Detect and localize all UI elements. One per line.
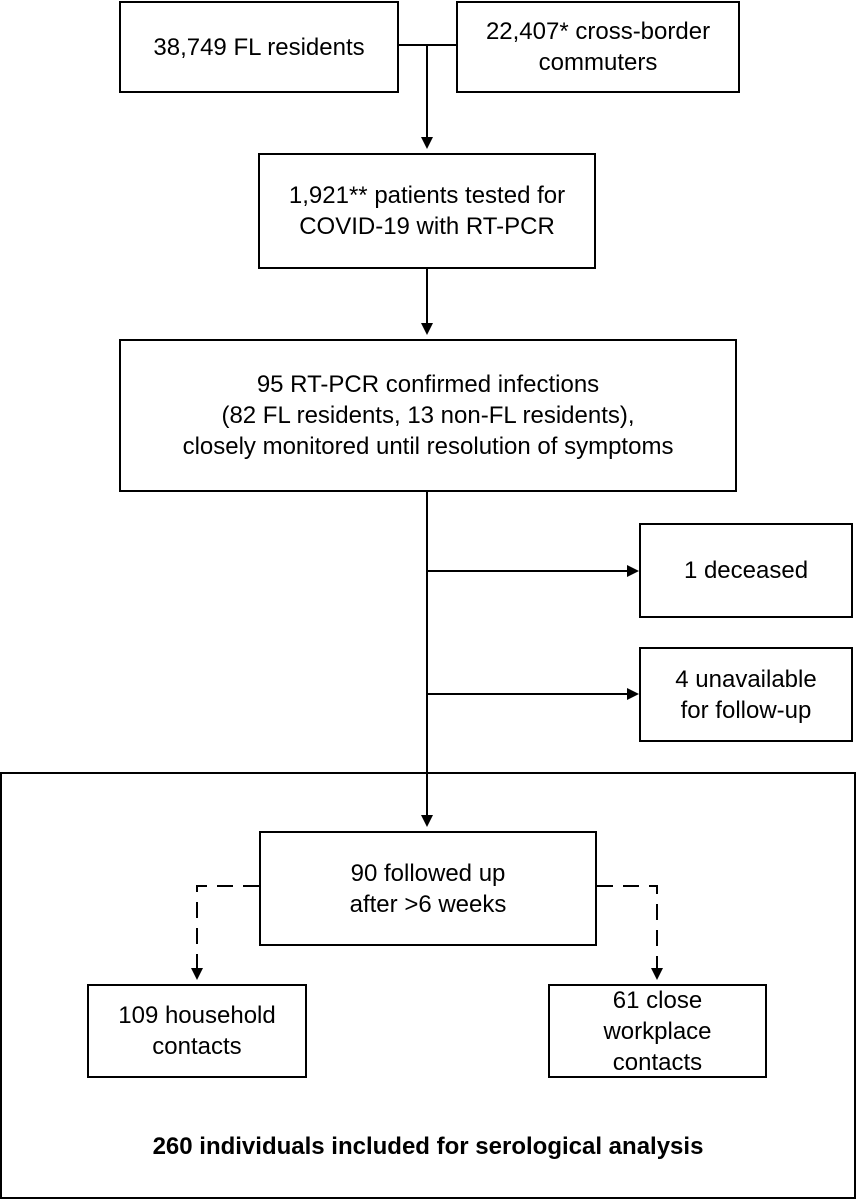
tested-box: 1,921** patients tested for COVID-19 wit… — [258, 153, 596, 269]
followed-up-line-2: after >6 weeks — [349, 890, 507, 918]
dashed-arrow-to-workplace — [597, 885, 663, 980]
serology-group-frame — [0, 772, 856, 1199]
unavailable-line-1: 4 unavailable — [675, 665, 817, 693]
tested-line-2: COVID-19 with RT-PCR — [299, 213, 555, 240]
workplace-line-3: contacts — [612, 1048, 703, 1076]
confirmed-line-3: closely monitored until resolution of sy… — [182, 433, 674, 460]
household-line-2: contacts — [152, 1033, 242, 1060]
unavailable-line-2: for follow-up — [680, 696, 812, 724]
household-contacts-box: 109 household contacts — [87, 984, 307, 1078]
household-line-1: 109 household — [118, 1002, 276, 1029]
dashed-arrow-to-household — [191, 885, 259, 980]
commuters-line-1: 22,407* cross-border — [485, 18, 711, 45]
confirmed-line-1: 95 RT-PCR confirmed infections — [256, 371, 600, 398]
commuters-line-2: commuters — [538, 49, 658, 76]
deceased-box: 1 deceased — [639, 523, 853, 618]
workplace-line-1: 61 close — [612, 986, 703, 1014]
serology-summary-label: 260 individuals included for serological… — [152, 1133, 704, 1160]
fl-residents-line-1: 38,749 FL residents — [153, 33, 365, 61]
confirmed-line-2: (82 FL residents, 13 non-FL residents), — [221, 402, 635, 429]
fl-residents-box: 38,749 FL residents — [119, 1, 399, 93]
followed-up-box: 90 followed up after >6 weeks — [259, 831, 597, 946]
commuters-box: 22,407* cross-border commuters — [456, 1, 740, 93]
workplace-contacts-box: 61 close workplace contacts — [548, 984, 767, 1078]
followed-up-line-1: 90 followed up — [350, 859, 506, 887]
workplace-line-2: workplace — [603, 1017, 712, 1045]
deceased-line-1: 1 deceased — [683, 557, 809, 584]
confirmed-infections-box: 95 RT-PCR confirmed infections (82 FL re… — [119, 339, 737, 492]
unavailable-box: 4 unavailable for follow-up — [639, 647, 853, 742]
tested-line-1: 1,921** patients tested for — [288, 182, 566, 209]
